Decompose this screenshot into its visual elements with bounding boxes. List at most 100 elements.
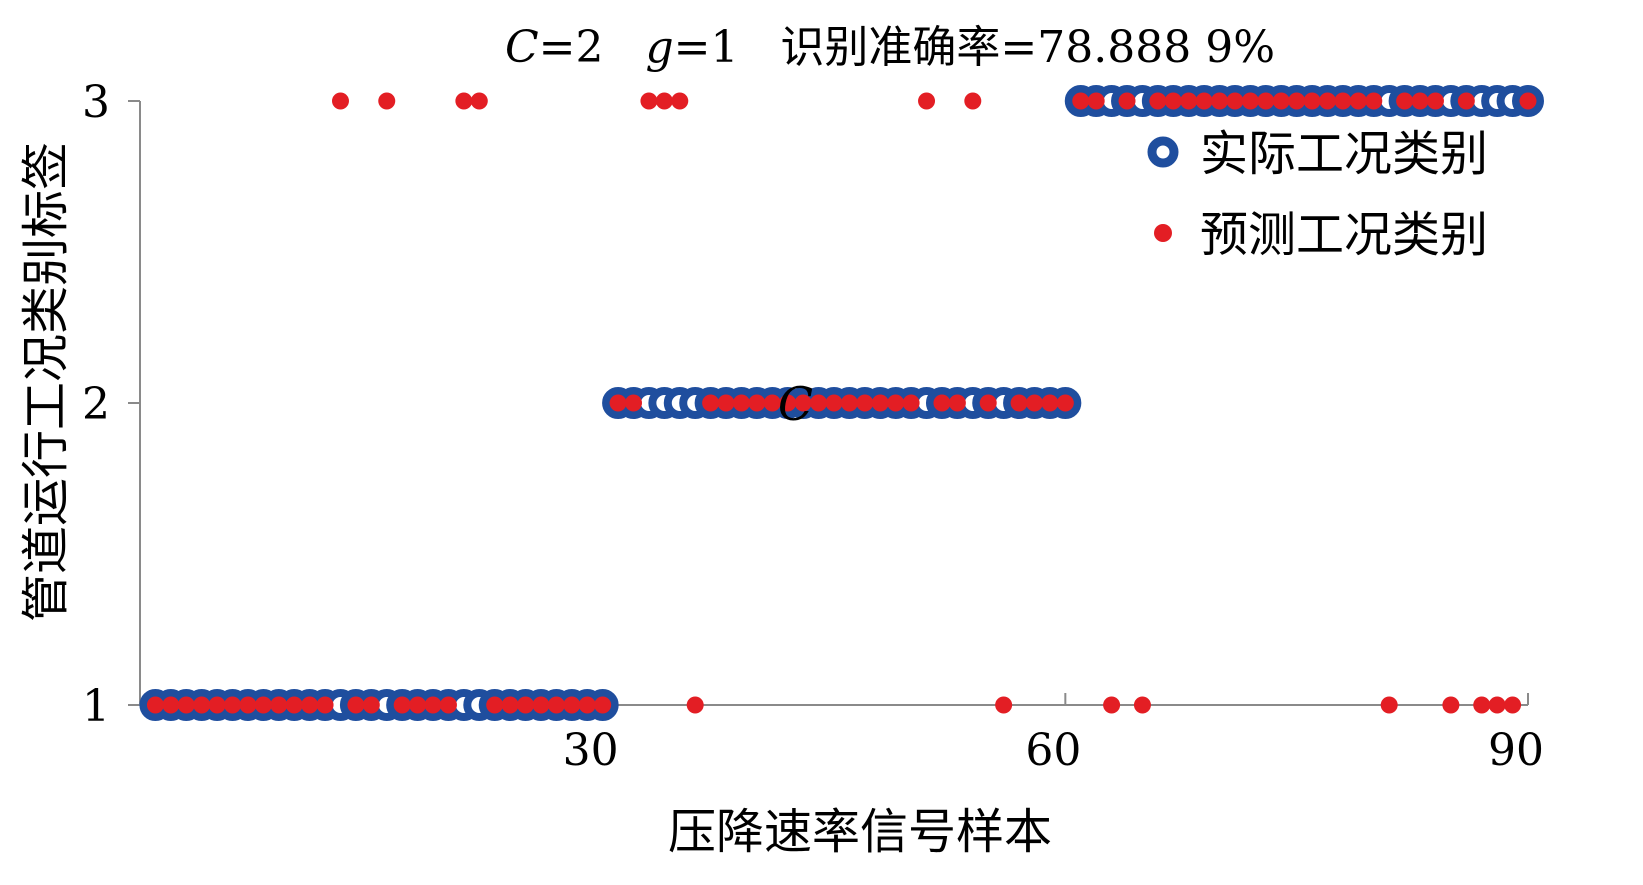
predicted-point-90	[1519, 92, 1537, 110]
predicted-point-65	[1133, 696, 1151, 714]
predicted-point-62	[1087, 92, 1105, 110]
legend: 实际工况类别 预测工况类别	[1147, 126, 1488, 263]
predicted-point-40	[748, 394, 766, 412]
predicted-point-23	[486, 696, 504, 714]
predicted-point-30	[594, 696, 612, 714]
predicted-point-20	[439, 696, 457, 714]
legend-predicted-label: 预测工况类别	[1200, 207, 1488, 263]
predicted-point-31	[609, 394, 627, 412]
predicted-point-61	[1072, 92, 1090, 110]
predicted-point-42	[779, 394, 797, 412]
predicted-point-74	[1272, 92, 1290, 110]
predicted-point-69	[1195, 92, 1213, 110]
predicted-point-29	[578, 696, 596, 714]
predicted-point-38	[717, 394, 735, 412]
predicted-point-75	[1288, 92, 1306, 110]
chart-title: C=2 g=1 识别准确率=78.888 9%	[505, 22, 1275, 73]
predicted-point-48	[871, 394, 889, 412]
y-tick-label-3: 3	[82, 77, 110, 128]
predicted-point-9	[270, 696, 288, 714]
series-predicted	[146, 92, 1537, 714]
predicted-point-39	[732, 394, 750, 412]
predicted-point-51	[918, 92, 936, 110]
predicted-point-41	[763, 394, 781, 412]
predicted-point-11	[301, 696, 319, 714]
predicted-point-7	[239, 696, 257, 714]
y-tick-label-1: 1	[82, 681, 110, 732]
predicted-point-4	[193, 696, 211, 714]
predicted-point-84	[1426, 92, 1444, 110]
x-axis-label: 压降速率信号样本	[668, 804, 1052, 860]
predicted-point-64	[1118, 92, 1136, 110]
x-tick-label-30: 30	[563, 725, 619, 776]
predicted-point-53	[948, 394, 966, 412]
predicted-point-66	[1149, 92, 1167, 110]
predicted-point-35	[671, 92, 689, 110]
predicted-point-1	[146, 696, 164, 714]
predicted-point-60	[1056, 394, 1074, 412]
predicted-point-27	[547, 696, 565, 714]
predicted-point-37	[702, 394, 720, 412]
predicted-point-52	[933, 394, 951, 412]
legend-actual-label: 实际工况类别	[1200, 126, 1488, 182]
predicted-point-56	[995, 696, 1013, 714]
predicted-point-12	[316, 696, 334, 714]
predicted-point-72	[1241, 92, 1259, 110]
predicted-point-15	[362, 696, 380, 714]
predicted-point-79	[1349, 92, 1367, 110]
predicted-point-47	[856, 394, 874, 412]
x-tick-label-90: 90	[1488, 725, 1544, 776]
predicted-point-10	[285, 696, 303, 714]
predicted-point-5	[208, 696, 226, 714]
predicted-point-67	[1164, 92, 1182, 110]
title-part-2: g	[645, 22, 673, 73]
predicted-point-44	[810, 394, 828, 412]
predicted-point-21	[455, 92, 473, 110]
legend-predicted-marker	[1154, 224, 1172, 242]
predicted-point-55	[979, 394, 997, 412]
predicted-point-43	[794, 394, 812, 412]
predicted-point-22	[470, 92, 488, 110]
predicted-point-8	[254, 696, 272, 714]
predicted-point-3	[177, 696, 195, 714]
predicted-point-82	[1396, 92, 1414, 110]
predicted-point-25	[517, 696, 535, 714]
predicted-point-49	[887, 394, 905, 412]
predicted-point-28	[563, 696, 581, 714]
predicted-point-59	[1041, 394, 1059, 412]
predicted-point-54	[964, 92, 982, 110]
predicted-point-58	[1025, 394, 1043, 412]
title-part-3: =1 识别准确率=78.888 9%	[674, 22, 1275, 73]
predicted-point-63	[1103, 696, 1121, 714]
predicted-point-36	[686, 696, 704, 714]
predicted-point-85	[1442, 696, 1460, 714]
predicted-point-17	[393, 696, 411, 714]
predicted-point-33	[640, 92, 658, 110]
predicted-point-86	[1457, 92, 1475, 110]
predicted-point-19	[424, 696, 442, 714]
predicted-point-24	[501, 696, 519, 714]
predicted-point-88	[1488, 696, 1506, 714]
predicted-point-2	[162, 696, 180, 714]
predicted-point-87	[1473, 696, 1491, 714]
y-tick-label-2: 2	[82, 379, 110, 430]
y-axis-label: 管道运行工况类别标签	[18, 142, 74, 622]
predicted-point-26	[532, 696, 550, 714]
predicted-point-83	[1411, 92, 1429, 110]
predicted-point-76	[1303, 92, 1321, 110]
predicted-point-34	[655, 92, 673, 110]
legend-actual-marker	[1147, 136, 1179, 168]
predicted-point-18	[409, 696, 427, 714]
predicted-point-32	[625, 394, 643, 412]
predicted-point-80	[1365, 92, 1383, 110]
predicted-point-46	[840, 394, 858, 412]
title-part-0: C	[505, 22, 539, 73]
predicted-point-50	[902, 394, 920, 412]
predicted-point-68	[1180, 92, 1198, 110]
predicted-point-78	[1334, 92, 1352, 110]
predicted-point-89	[1504, 696, 1522, 714]
predicted-point-77	[1319, 92, 1337, 110]
predicted-point-13	[331, 92, 349, 110]
